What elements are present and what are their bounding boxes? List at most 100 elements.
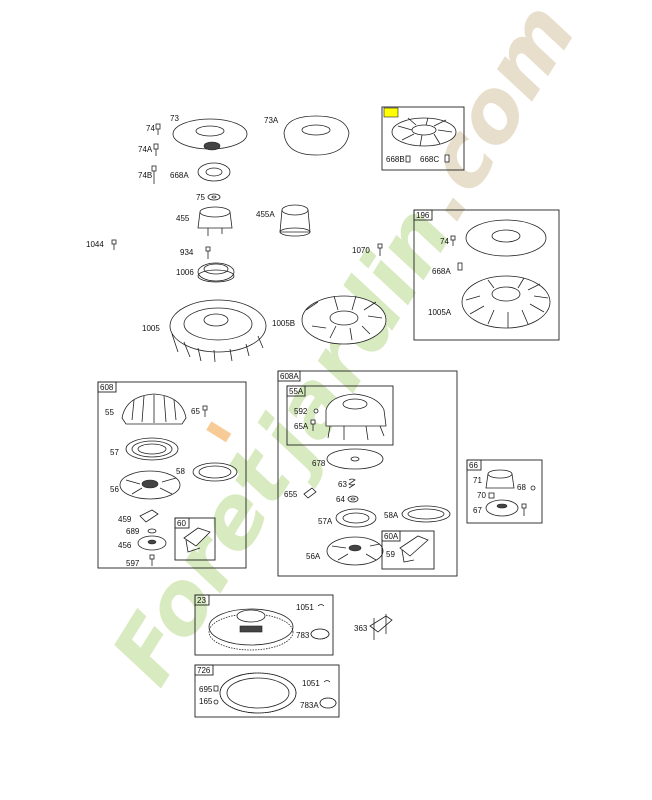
part-689-washer: [147, 528, 157, 534]
part-56-pulley: [119, 470, 181, 500]
box-608a: 608A 55A 592 65A 678 655 63 64 57A 58A: [277, 370, 458, 577]
part-668a-196: [457, 262, 463, 271]
part-73a-screen: [283, 115, 350, 156]
label-68: 68: [517, 483, 526, 492]
box-label-196: 196: [416, 211, 430, 220]
part-57-spring: [125, 437, 179, 461]
label-1070: 1070: [352, 246, 370, 255]
part-70: [488, 492, 495, 499]
box-608: 608 55 65 57 58 56 459 689 456 597: [97, 381, 247, 569]
label-592: 592: [294, 407, 308, 416]
label-668c: 668C: [420, 155, 439, 164]
label-165: 165: [199, 697, 213, 706]
part-1005b-fan: [301, 295, 387, 345]
part-66-screw: [521, 503, 527, 516]
box-23: 23 1051 783: [194, 594, 334, 656]
label-668a: 668A: [170, 171, 189, 180]
part-196-screen: [465, 219, 547, 257]
part-68-ball: [530, 485, 536, 491]
part-597-screw: [149, 554, 155, 566]
label-668a-196: 668A: [432, 267, 451, 276]
label-1006: 1006: [176, 268, 194, 277]
label-455a: 455A: [256, 210, 275, 219]
part-73-screen: [172, 118, 248, 151]
part-74a-screw: [153, 143, 159, 156]
label-668b: 668B: [386, 155, 405, 164]
part-74-196-screw: [450, 235, 456, 246]
label-64: 64: [336, 495, 345, 504]
part-55-housing: [121, 393, 187, 425]
label-1051b: 1051: [302, 679, 320, 688]
part-592: [313, 408, 319, 414]
label-695: 695: [199, 685, 213, 694]
box-196: 196 74 668A 1005A: [413, 209, 560, 341]
label-74b: 74B: [138, 171, 152, 180]
label-456: 456: [118, 541, 132, 550]
box-label-608a: 608A: [280, 372, 299, 381]
label-74-196: 74: [440, 237, 449, 246]
part-23-flywheel: [208, 608, 294, 651]
label-1051: 1051: [296, 603, 314, 612]
label-689: 689: [126, 527, 140, 536]
part-363-clip: [369, 614, 393, 640]
label-67: 67: [473, 506, 482, 515]
label-55: 55: [105, 408, 114, 417]
label-1005b: 1005B: [272, 319, 295, 328]
label-63: 63: [338, 480, 347, 489]
label-363: 363: [354, 624, 368, 633]
part-1051b-key: [323, 680, 331, 683]
label-597: 597: [126, 559, 140, 568]
part-55a-housing: [325, 393, 387, 441]
part-668b: [405, 155, 411, 163]
part-655-pawl: [303, 487, 317, 499]
box-label-66: 66: [469, 461, 478, 470]
label-74a: 74A: [138, 145, 153, 154]
part-58a-rope: [401, 505, 451, 523]
box-label-23: 23: [197, 596, 206, 605]
label-65: 65: [191, 407, 200, 416]
part-74-screw: [155, 123, 161, 135]
label-934: 934: [180, 248, 194, 257]
part-1070-screw: [377, 243, 383, 256]
part-1006-ring: [197, 262, 235, 283]
part-65a-screw: [310, 419, 316, 431]
part-934-screw: [205, 246, 211, 259]
part-74b-screw: [151, 165, 157, 184]
part-455-cup: [197, 206, 233, 236]
part-459-pawl: [139, 509, 159, 523]
part-783a-gear: [319, 697, 337, 709]
label-70: 70: [477, 491, 486, 500]
box-60: [174, 517, 216, 561]
label-1044: 1044: [86, 240, 104, 249]
label-57a: 57A: [318, 517, 333, 526]
label-1005: 1005: [142, 324, 160, 333]
part-455a-cup: [279, 204, 311, 237]
part-456-retainer: [137, 535, 167, 551]
part-668c: [444, 154, 450, 163]
label-74: 74: [146, 124, 155, 133]
watermark: Foret ' jardin .com: [93, 0, 596, 701]
part-165: [213, 699, 219, 705]
label-73a: 73A: [264, 116, 279, 125]
box-726: 726 695 165 1051 783A: [194, 664, 340, 718]
highlight-marker: [383, 107, 399, 118]
part-58-rope: [192, 462, 238, 482]
label-783: 783: [296, 631, 310, 640]
label-73: 73: [170, 114, 179, 123]
label-783a: 783A: [300, 701, 319, 710]
part-668a-ring: [197, 162, 231, 182]
part-57a-spring: [335, 508, 377, 528]
label-678: 678: [312, 459, 326, 468]
part-678-disc: [326, 448, 384, 470]
label-455: 455: [176, 214, 190, 223]
part-71-cup: [485, 469, 515, 489]
label-57: 57: [110, 448, 119, 457]
label-59: 59: [386, 550, 395, 559]
label-1005a: 1005A: [428, 308, 452, 317]
part-726-ring-gear: [219, 672, 297, 714]
part-75-washer: [207, 193, 221, 201]
box-label-608: 608: [100, 383, 114, 392]
part-1051-key: [317, 604, 325, 607]
label-58a: 58A: [384, 511, 399, 520]
part-63-spring: [348, 478, 356, 489]
